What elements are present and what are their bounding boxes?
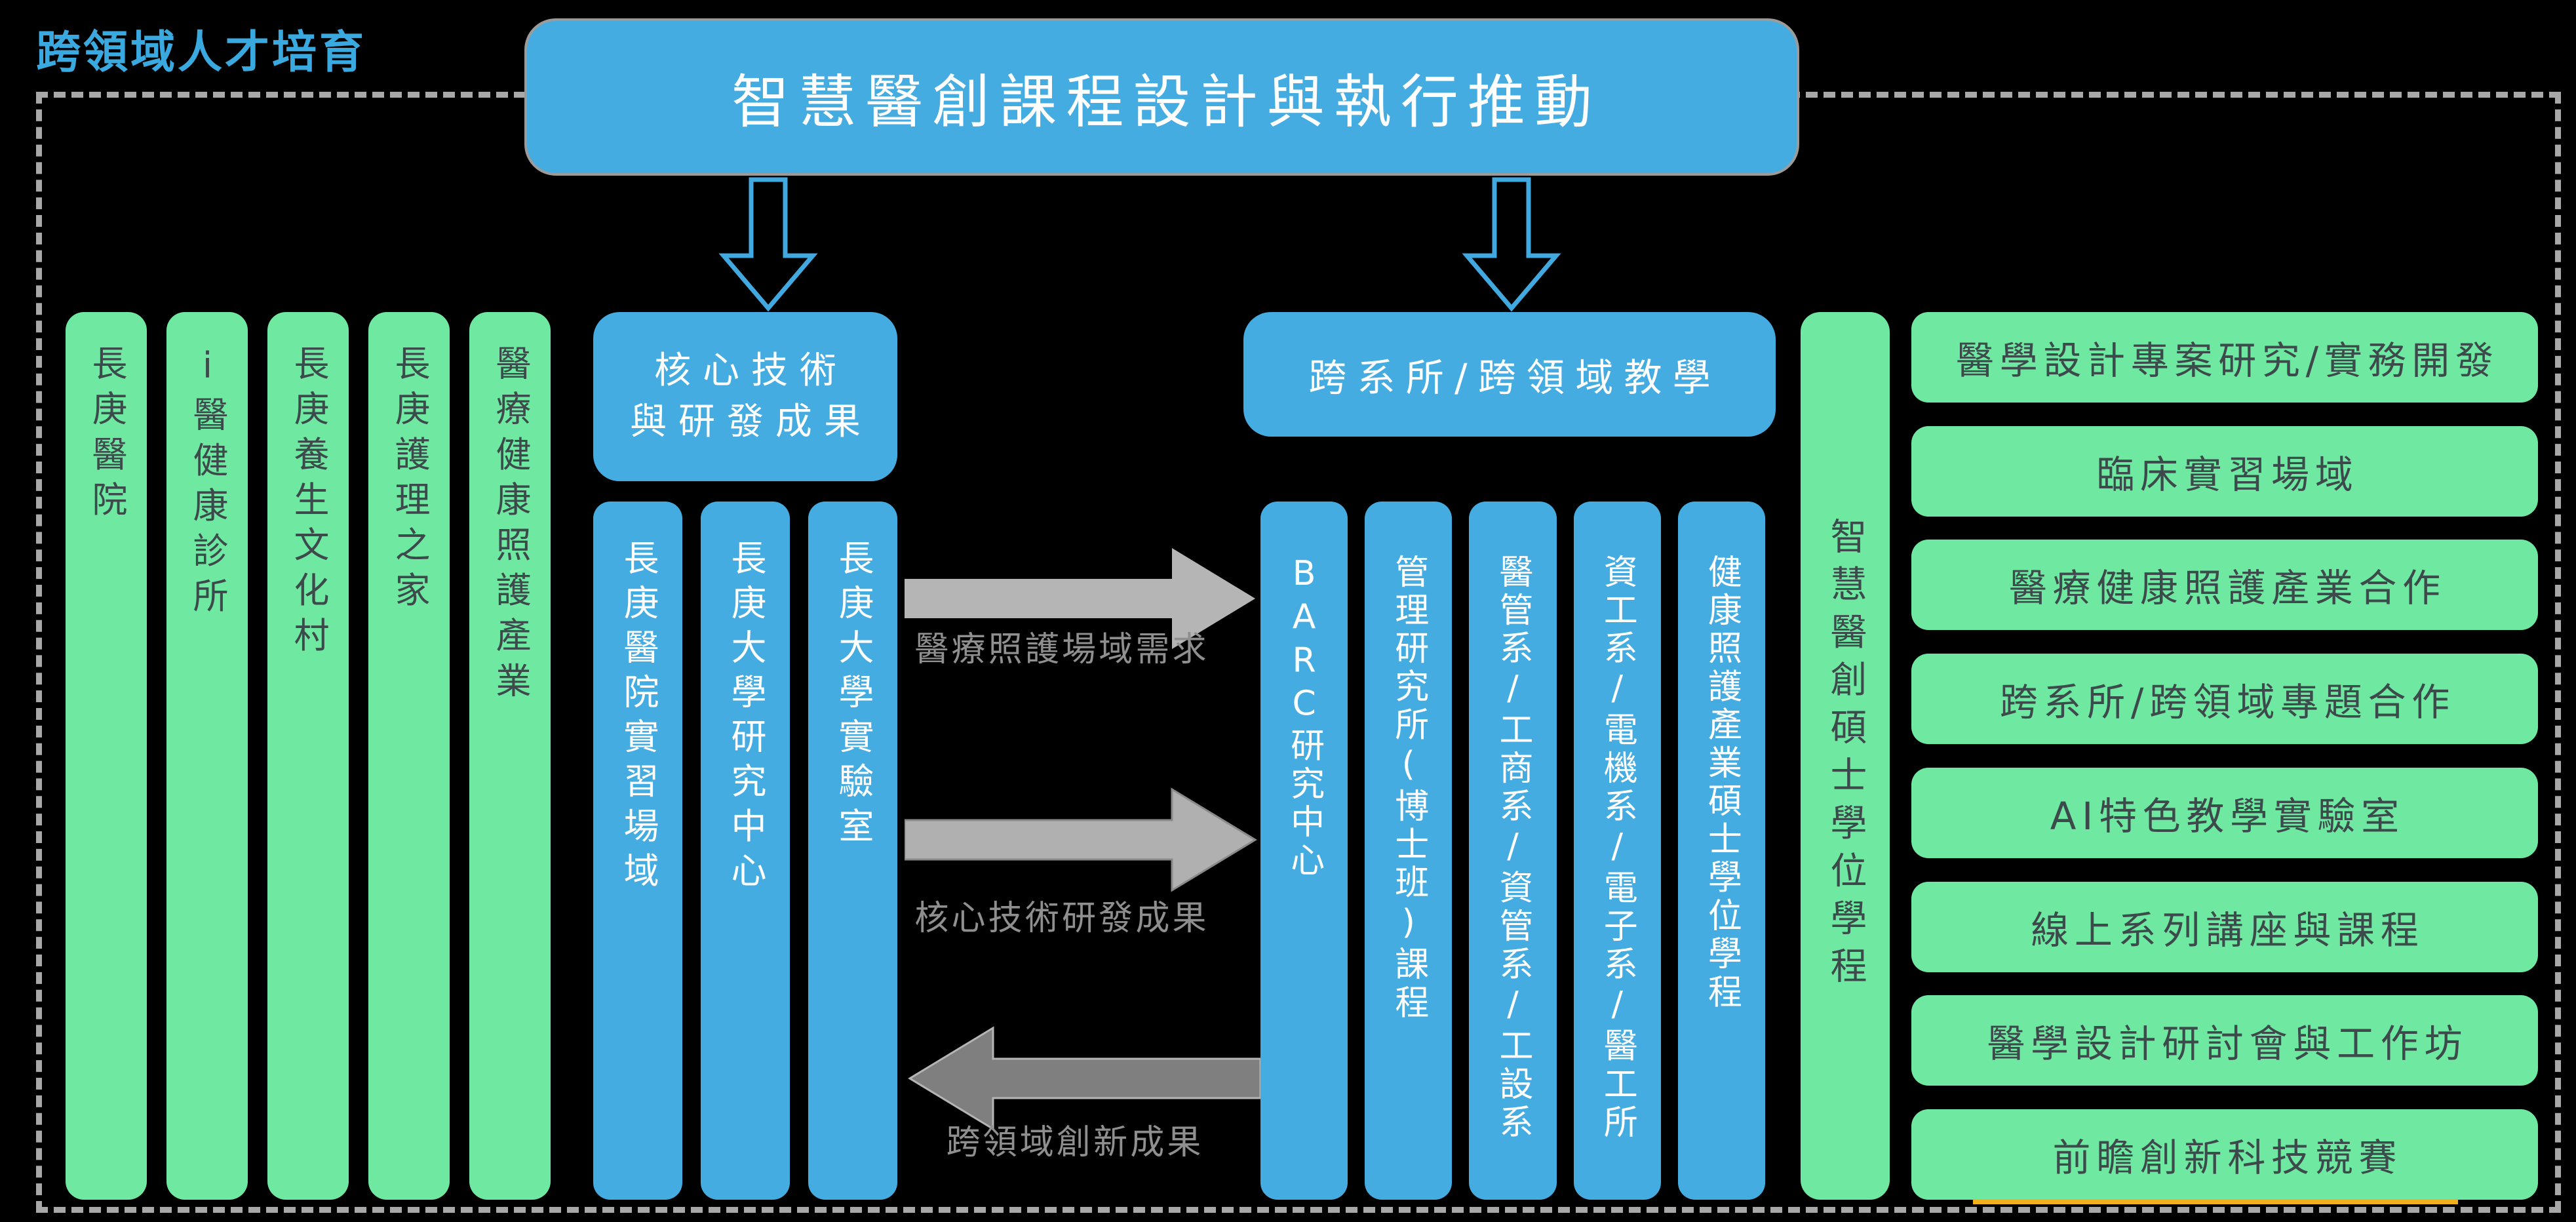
right-arrow-icon	[905, 787, 1257, 892]
left-partner-group: 長庚醫院 i醫健康診所 長庚養生文化村 長庚護理之家 醫療健康照護產業	[66, 312, 551, 1200]
outcome-bar-tech-competitions: 前瞻創新科技競賽	[1911, 1109, 2538, 1200]
outcome-label: 前瞻創新科技競賽	[2052, 1135, 2403, 1180]
down-arrow-icon	[718, 177, 818, 311]
teach-bar-label: 管理研究所(博士班)課程	[1388, 554, 1428, 1023]
core-tech-box-line2: 與研發成果	[630, 401, 872, 443]
partner-bar-label: 長庚醫院	[86, 345, 127, 526]
cross-dept-teaching-box: 跨系所/跨領域教學	[1243, 312, 1776, 437]
outcome-label: 線上系列講座與課程	[2031, 907, 2425, 953]
right-arrow-icon	[905, 548, 1255, 649]
core-bar-research-center: 長庚大學研究中心	[701, 502, 790, 1200]
page-title: 跨領域人才培育	[36, 27, 367, 79]
teaching-group: BARC研究中心 管理研究所(博士班)課程 醫管系/工商系/資管系/工設系 資工…	[1260, 502, 1766, 1200]
title-box: 智慧醫創課程設計與執行推動	[524, 18, 1799, 176]
teach-bar-eng-depts: 資工系/電機系/電子系/醫工所	[1573, 502, 1661, 1200]
partner-bar-label: 醫療健康照護產業	[490, 345, 531, 707]
outcome-label: 醫療健康照護產業合作	[2008, 566, 2446, 611]
left-arrow-icon	[908, 1026, 1260, 1131]
outcome-bar-workshops: 醫學設計研討會與工作坊	[1911, 995, 2538, 1086]
outcome-bar-online-lectures: 線上系列講座與課程	[1911, 881, 2538, 972]
partner-bar-culture-village: 長庚養生文化村	[267, 312, 349, 1200]
outcome-list: 醫學設計專案研究/實務開發 臨床實習場域 醫療健康照護產業合作 跨系所/跨領域專…	[1911, 312, 2538, 1200]
outcome-label: 醫學設計專案研究/實務開發	[1956, 338, 2499, 383]
teach-bar-label: 健康照護產業碩士學位學程	[1702, 554, 1742, 1012]
master-program-label: 智慧醫創碩士學位學程	[1824, 517, 1867, 995]
smart-med-master-program-bar: 智慧醫創碩士學位學程	[1801, 312, 1890, 1200]
outcome-label: 醫學設計研討會與工作坊	[1987, 1021, 2469, 1067]
outcome-label: AI特色教學實驗室	[2050, 793, 2405, 838]
flow-label-field-needs: 醫療照護場域需求	[914, 630, 1209, 669]
outcome-bar-cross-domain-projects: 跨系所/跨領域專題合作	[1911, 654, 2538, 745]
core-bar-label: 長庚大學實驗室	[832, 540, 874, 852]
outcome-label: 跨系所/跨領域專題合作	[1999, 680, 2455, 725]
outcome-bar-project-research: 醫學設計專案研究/實務開發	[1911, 312, 2538, 403]
partner-bar-changgung-hospital: 長庚醫院	[66, 312, 147, 1200]
teach-bar-label: 資工系/電機系/電子系/醫工所	[1597, 554, 1637, 1143]
core-bar-label: 長庚大學研究中心	[725, 540, 766, 897]
core-bar-label: 長庚醫院實習場域	[617, 540, 659, 897]
core-bar-laboratory: 長庚大學實驗室	[808, 502, 897, 1200]
core-tech-group: 長庚醫院實習場域 長庚大學研究中心 長庚大學實驗室	[593, 502, 897, 1200]
teach-bar-label: 醫管系/工商系/資管系/工設系	[1493, 554, 1532, 1143]
partner-bar-label: 長庚護理之家	[389, 345, 430, 617]
teach-bar-healthcare-master: 健康照護產業碩士學位學程	[1677, 502, 1766, 1200]
flow-label-rnd-results: 核心技術研發成果	[914, 899, 1209, 938]
partner-bar-nursing-home: 長庚護理之家	[368, 312, 450, 1200]
outcome-bar-industry-cooperation: 醫療健康照護產業合作	[1911, 540, 2538, 631]
core-tech-box: 核心技術 與研發成果	[593, 312, 897, 481]
partner-bar-label: i醫健康診所	[187, 345, 228, 623]
teach-bar-barc-center: BARC研究中心	[1260, 502, 1348, 1200]
outcome-label: 臨床實習場域	[2096, 452, 2359, 497]
core-tech-box-line1: 核心技術	[654, 349, 848, 392]
teach-bar-mgmt-depts: 醫管系/工商系/資管系/工設系	[1469, 502, 1557, 1200]
teach-bar-phd-program: 管理研究所(博士班)課程	[1365, 502, 1453, 1200]
flow-label-innovation-results: 跨領域創新成果	[946, 1123, 1204, 1162]
core-bar-hospital-field: 長庚醫院實習場域	[593, 502, 682, 1200]
partner-bar-label: 長庚養生文化村	[288, 345, 329, 662]
down-arrow-icon	[1462, 177, 1561, 311]
cross-dept-teaching-label: 跨系所/跨領域教學	[1308, 355, 1721, 400]
partner-bar-healthcare-industry: 醫療健康照護產業	[469, 312, 551, 1200]
outcome-bar-ai-lab: AI特色教學實驗室	[1911, 767, 2538, 858]
partner-bar-imed-clinic: i醫健康診所	[166, 312, 248, 1200]
title-box-label: 智慧醫創課程設計與執行推動	[732, 68, 1602, 136]
outcome-bar-clinical-internship: 臨床實習場域	[1911, 425, 2538, 517]
gold-underline	[1973, 1199, 2458, 1204]
teach-bar-label: BARC研究中心	[1284, 554, 1324, 880]
